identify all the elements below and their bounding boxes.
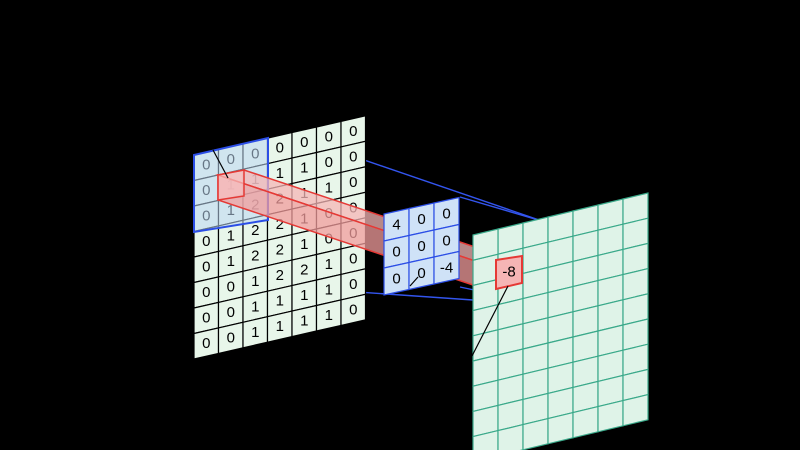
- input-value: 1: [325, 256, 333, 273]
- leader-lines: [212, 149, 509, 357]
- kernel-value: -4: [440, 259, 453, 276]
- input-value: 0: [227, 278, 235, 295]
- kernel-value: 0: [417, 265, 425, 282]
- input-cell: [340, 293, 367, 327]
- input-value: 2: [300, 262, 308, 279]
- input-value: 1: [276, 318, 284, 335]
- input-value: 0: [349, 174, 357, 191]
- input-value: 1: [325, 281, 333, 298]
- output-cell: -8: [495, 254, 523, 291]
- input-value: 2: [251, 222, 259, 239]
- input-value: 0: [349, 250, 357, 267]
- output-cell: [597, 399, 624, 433]
- input-value: 1: [227, 227, 235, 244]
- input-value: 0: [349, 148, 357, 165]
- output-cell: [472, 228, 499, 261]
- input-value: 0: [202, 258, 210, 275]
- input-value: 1: [276, 165, 284, 182]
- input-value: 1: [251, 298, 259, 315]
- input-value: 0: [202, 309, 210, 326]
- input-value: 0: [349, 301, 357, 318]
- kernel-cell: [433, 250, 460, 285]
- output-cell: [522, 417, 549, 450]
- input-feature-map: 0000000011110001221100122100012210000122…: [193, 115, 367, 360]
- output-value: -8: [502, 264, 515, 281]
- input-value: 1: [300, 287, 308, 304]
- input-value: 0: [349, 123, 357, 140]
- input-value: 1: [251, 324, 259, 341]
- kernel-value: 0: [417, 211, 425, 228]
- input-value: 0: [227, 304, 235, 321]
- input-value: 0: [202, 335, 210, 352]
- kernel-value: 0: [442, 205, 450, 222]
- input-value: 0: [276, 140, 284, 157]
- input-value: 1: [300, 313, 308, 330]
- input-value: 0: [227, 329, 235, 346]
- output-cell: [622, 393, 649, 427]
- output-cell: [472, 429, 499, 450]
- input-value: 2: [276, 216, 284, 233]
- kernel-value: 0: [442, 232, 450, 249]
- input-value: 1: [251, 273, 259, 290]
- input-value: 1: [325, 307, 333, 324]
- input-value: 1: [227, 253, 235, 270]
- output-feature-map: [472, 192, 649, 450]
- input-value: 0: [349, 276, 357, 293]
- kernel-value: 0: [392, 243, 400, 260]
- input-value: 0: [202, 233, 210, 250]
- kernel-value: 0: [417, 238, 425, 255]
- output-cell: [547, 411, 574, 445]
- input-value: 2: [251, 247, 259, 264]
- output-cell: [572, 405, 599, 439]
- input-value: 1: [276, 293, 284, 310]
- kernel-value: 0: [392, 270, 400, 287]
- input-value: 1: [300, 160, 308, 177]
- input-value: 0: [325, 230, 333, 247]
- input-value: 0: [202, 284, 210, 301]
- input-value: 1: [325, 179, 333, 196]
- input-value: 0: [325, 154, 333, 171]
- input-value: 1: [300, 236, 308, 253]
- input-value: 2: [276, 267, 284, 284]
- kernel-value: 4: [392, 216, 400, 233]
- input-value: 2: [276, 242, 284, 259]
- input-value: 0: [325, 128, 333, 145]
- input-value: 0: [300, 134, 308, 151]
